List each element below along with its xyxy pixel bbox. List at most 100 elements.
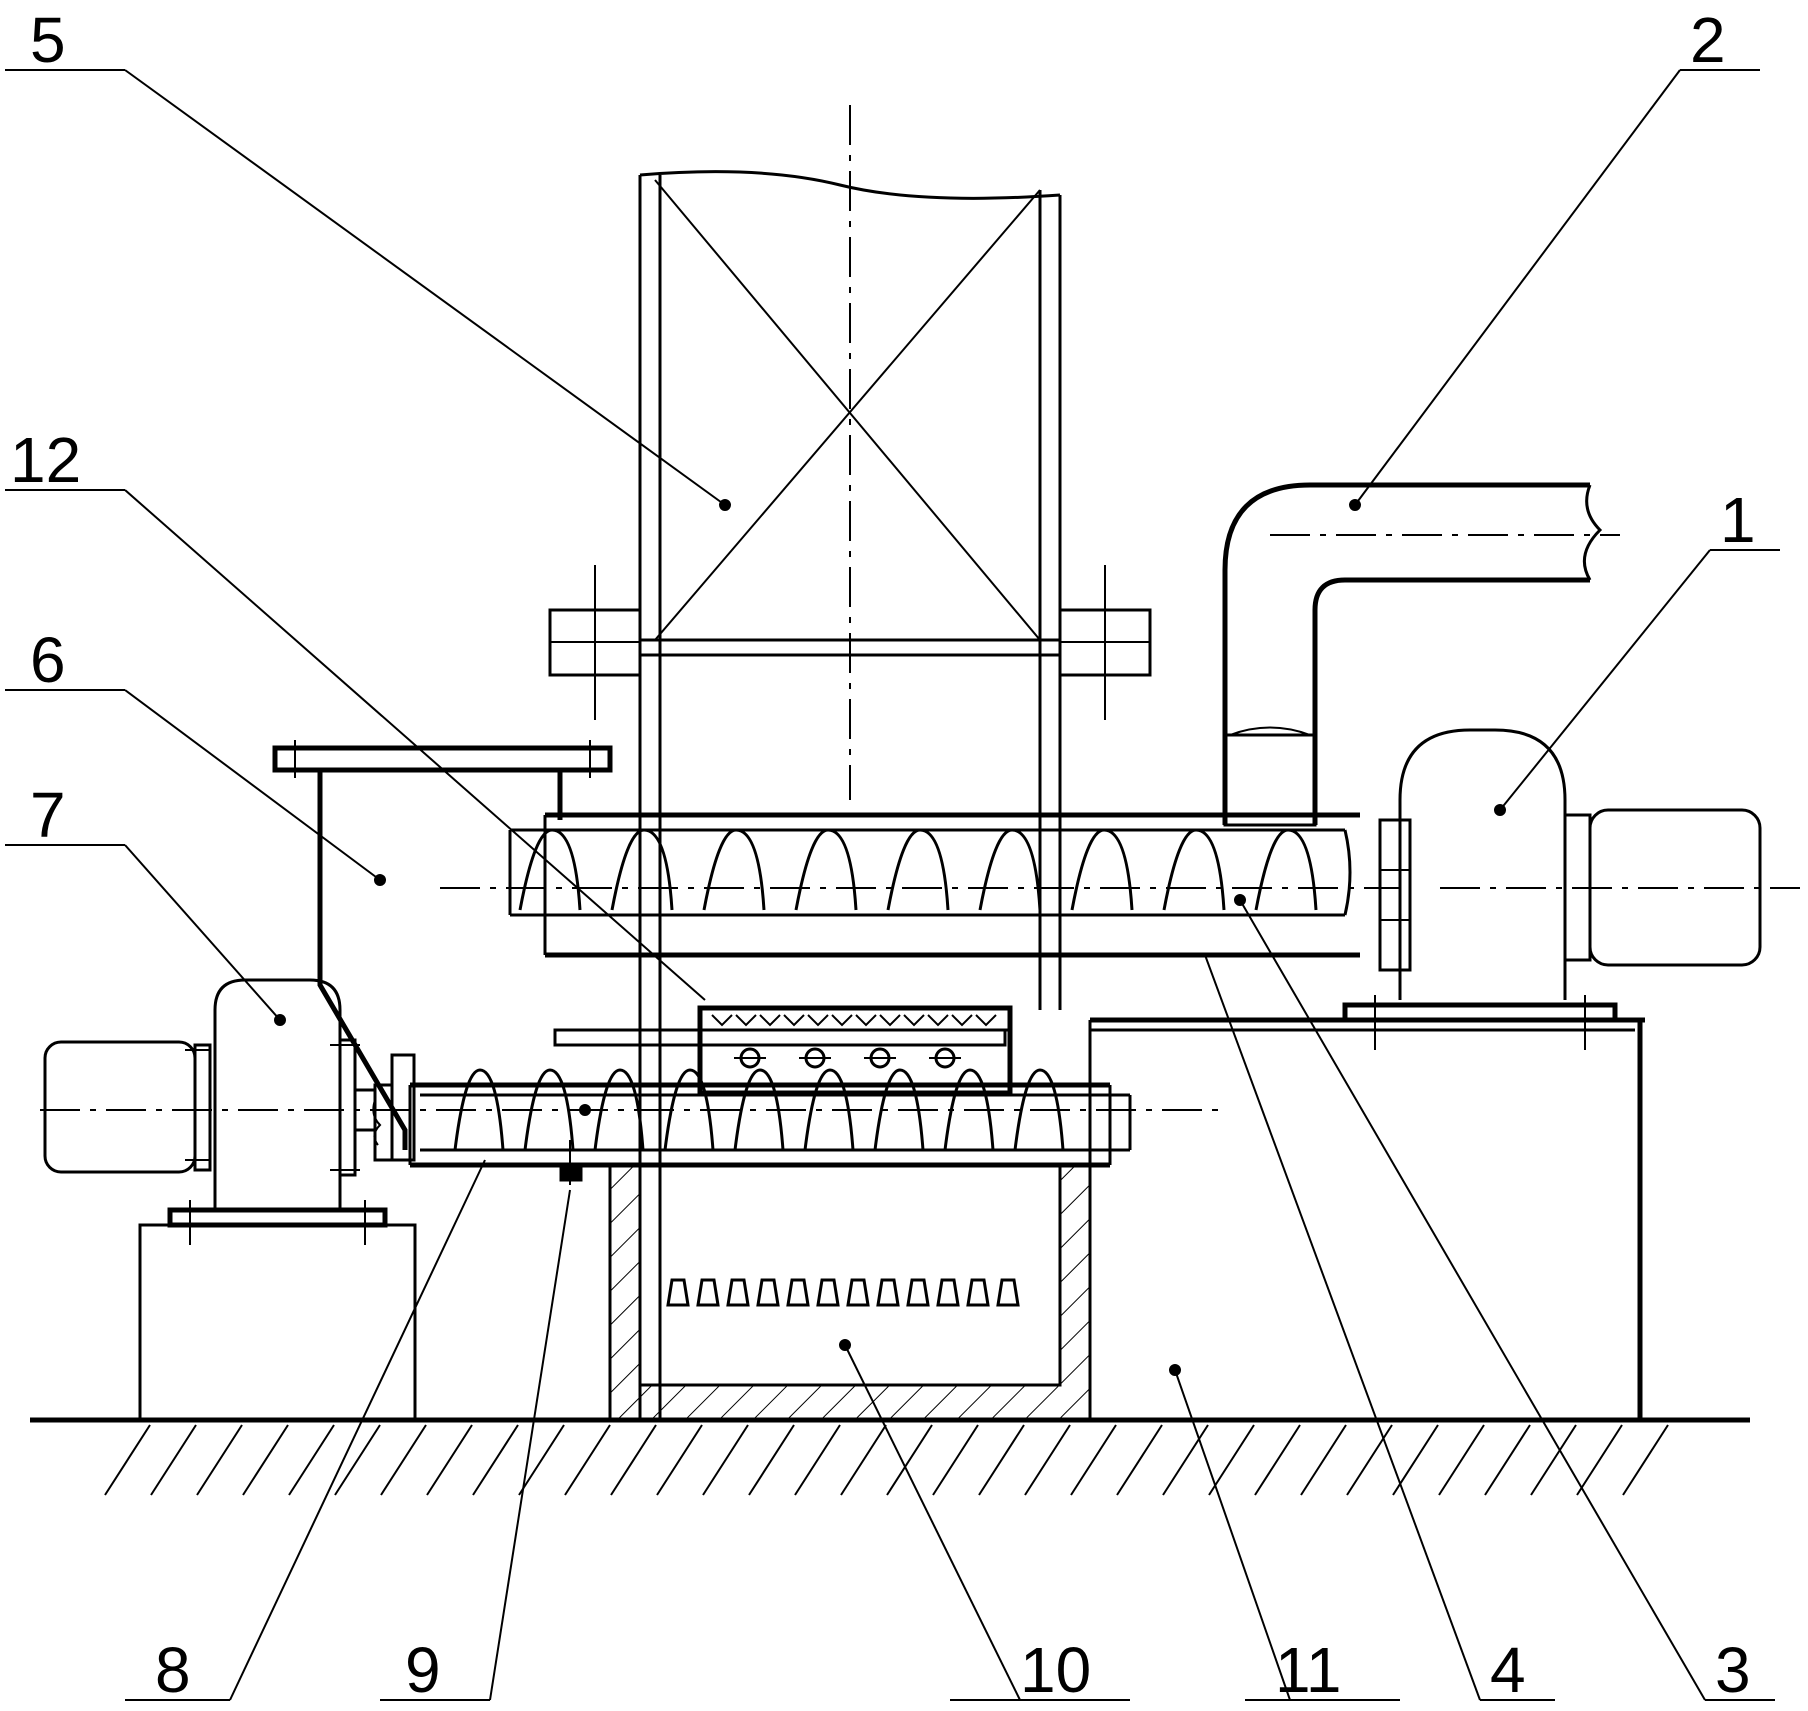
ground-hatch-line [472, 1424, 519, 1496]
grate-tooth [783, 1014, 805, 1027]
ground-hatch-line [886, 1424, 933, 1496]
screw-flight [886, 828, 950, 911]
ground-hatch-line [1254, 1424, 1301, 1496]
ground-hatch-line [196, 1424, 243, 1496]
grate-tooth [759, 1014, 781, 1027]
ground-hatch-line [150, 1424, 197, 1496]
screw-flight [1254, 828, 1318, 911]
burner-nozzle [666, 1278, 690, 1307]
label-5: 5 [30, 4, 66, 76]
grate-tooth [975, 1014, 997, 1027]
ground-hatch-line [1024, 1424, 1071, 1496]
ground-hatch-line [564, 1424, 611, 1496]
screw-flight [523, 1068, 575, 1151]
grate [697, 1005, 1013, 1096]
burner-nozzle [786, 1278, 810, 1307]
ground-hatch-line [610, 1424, 657, 1496]
screw-flight [943, 1068, 995, 1151]
label-9: 9 [405, 1634, 441, 1706]
ground-hatch-line [1346, 1424, 1393, 1496]
screw-flight [702, 828, 766, 911]
feed-hopper [272, 740, 613, 1150]
combustion-chamber [608, 1163, 1092, 1422]
grate-tooth [807, 1014, 829, 1027]
screw-flight [593, 1068, 645, 1151]
burner-nozzle [876, 1278, 900, 1307]
ground-hatch-line [1576, 1424, 1623, 1496]
ground-hatch-line [242, 1424, 289, 1496]
grate-tooth [951, 1014, 973, 1027]
ground-hatch-line [978, 1424, 1025, 1496]
label-12: 12 [10, 424, 81, 496]
ground-hatch-line [288, 1424, 335, 1496]
ground-hatch-line [702, 1424, 749, 1496]
ground-hatch-line [334, 1424, 381, 1496]
ground-hatch-line [1622, 1424, 1669, 1496]
burner-nozzle [996, 1278, 1020, 1307]
ground-hatch-line [426, 1424, 473, 1496]
ground-hatch-line [656, 1424, 703, 1496]
ground-hatch-line [840, 1424, 887, 1496]
ground-hatch-line [1300, 1424, 1347, 1496]
screw-flight [803, 1068, 855, 1151]
grate-tooth [879, 1014, 901, 1027]
upper-screw-conveyor [440, 812, 1400, 958]
grate-tooth [855, 1014, 877, 1027]
screw-flight [1013, 1068, 1065, 1151]
burner-nozzle [906, 1278, 930, 1307]
part-labels: 5 2 1 12 6 7 8 9 10 11 4 3 [10, 4, 1756, 1706]
ground-hatch-line [1162, 1424, 1209, 1496]
label-11: 11 [1275, 1634, 1341, 1706]
ground-hatch-line [1116, 1424, 1163, 1496]
grate-tooth [711, 1014, 733, 1027]
label-3: 3 [1715, 1634, 1751, 1706]
screw-flight [1162, 828, 1226, 911]
ground-hatch-line [1070, 1424, 1117, 1496]
grate-tooth [927, 1014, 949, 1027]
ground-hatch-line [794, 1424, 841, 1496]
burner-nozzle [816, 1278, 840, 1307]
ground-hatch-line [518, 1424, 565, 1496]
label-1: 1 [1720, 484, 1756, 556]
right-support-block [1088, 995, 1645, 1420]
label-8: 8 [155, 1634, 191, 1706]
motor-left [43, 978, 417, 1422]
burner-nozzle [846, 1278, 870, 1307]
ground-hatch-line [932, 1424, 979, 1496]
burner-nozzle [756, 1278, 780, 1307]
label-4: 4 [1490, 1634, 1526, 1706]
burner-nozzle [966, 1278, 990, 1307]
screw-flight [453, 1068, 505, 1151]
label-10: 10 [1020, 1634, 1091, 1706]
label-7: 7 [30, 779, 66, 851]
ground [30, 1417, 1750, 1496]
ground-hatch-line [380, 1424, 427, 1496]
ground-hatch-line [104, 1424, 151, 1496]
leader-lines [5, 69, 1780, 1701]
ground-hatch-line [1208, 1424, 1255, 1496]
screw-flight [518, 828, 582, 911]
grate-tooth [735, 1014, 757, 1027]
motor-right [1342, 728, 1800, 1023]
label-2: 2 [1690, 4, 1726, 76]
grate-tooth [903, 1014, 925, 1027]
screw-flight [663, 1068, 715, 1151]
screw-flight [1070, 828, 1134, 911]
label-6: 6 [30, 624, 66, 696]
screw-flight [610, 828, 674, 911]
air-pipe [1222, 482, 1620, 827]
burner-nozzle [726, 1278, 750, 1307]
burner-nozzle [696, 1278, 720, 1307]
grate-tooth [831, 1014, 853, 1027]
ground-hatch-line [748, 1424, 795, 1496]
ground-hatch-line [1484, 1424, 1531, 1496]
screw-flight [873, 1068, 925, 1151]
ground-hatch-line [1438, 1424, 1485, 1496]
burner-nozzle [936, 1278, 960, 1307]
vertical-column [548, 105, 1152, 1420]
screw-flight [794, 828, 858, 911]
screw-flight [978, 828, 1042, 911]
screw-flight [733, 1068, 785, 1151]
ground-hatch-line [1530, 1424, 1577, 1496]
